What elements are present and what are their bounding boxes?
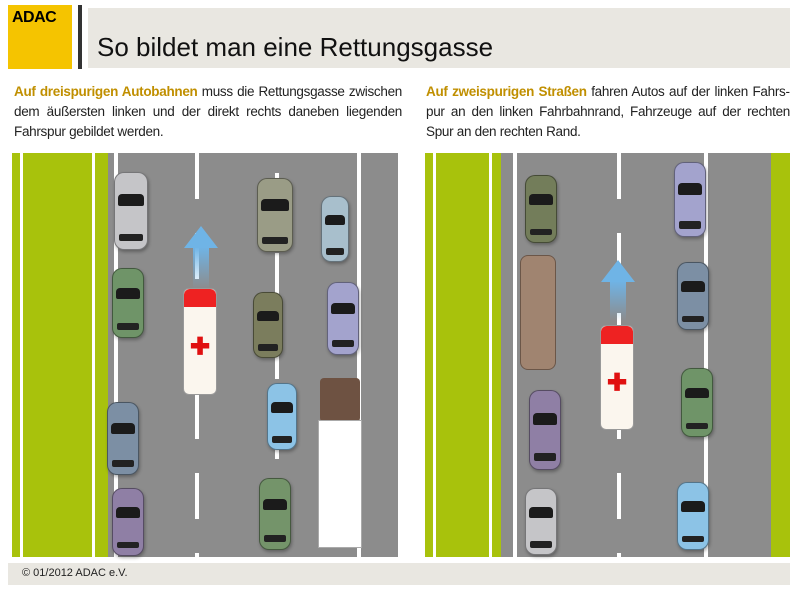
car <box>529 390 561 470</box>
divider <box>78 5 82 69</box>
header-bar <box>88 8 790 68</box>
car <box>321 196 349 262</box>
lane-edge <box>114 153 118 557</box>
lane-edge <box>357 153 361 557</box>
arrow-shaft <box>610 281 626 321</box>
adac-logo: ADAC <box>8 5 72 69</box>
car <box>677 482 709 550</box>
copyright: © 01/2012 ADAC e.V. <box>22 567 128 579</box>
footer-bar <box>8 563 790 585</box>
page-title: So bildet man eine Rettungsgasse <box>97 32 494 62</box>
truck-cab <box>320 378 360 422</box>
arrow-up-icon <box>601 260 635 282</box>
ambulance: ✚ <box>600 325 634 430</box>
ambulance: ✚ <box>183 288 217 395</box>
car <box>112 268 144 338</box>
car <box>677 262 709 330</box>
truck-trailer <box>318 420 362 548</box>
body-text: muss die Rettungsgasse zwischen dem äuße… <box>14 84 402 139</box>
car <box>253 292 283 358</box>
car <box>107 402 139 475</box>
highlight: Auf zweispurigen Straßen <box>426 84 587 99</box>
guardrail <box>489 153 492 557</box>
three-lane-illustration <box>12 153 398 557</box>
car <box>681 368 713 437</box>
car <box>257 178 293 252</box>
car <box>112 488 144 556</box>
description-left: Auf dreispurigen Autobahnen muss die Ret… <box>14 82 402 142</box>
grass <box>425 153 501 557</box>
highlight: Auf dreispurigen Autobahnen <box>14 84 198 99</box>
description-right: Auf zweispurigen Straßen fahren Autos au… <box>426 82 790 142</box>
car <box>525 488 557 555</box>
car <box>674 162 706 237</box>
car <box>327 282 359 355</box>
guardrail <box>92 153 95 557</box>
van <box>520 255 556 370</box>
car <box>525 175 557 243</box>
body-text: fahren Autos auf der linken Fahrs­pur an… <box>426 84 790 139</box>
guardrail <box>20 153 23 557</box>
two-lane-illustration <box>425 153 790 557</box>
grass <box>771 153 790 557</box>
lane-edge <box>513 153 517 557</box>
red-cross-icon: ✚ <box>606 369 628 397</box>
car <box>114 172 148 250</box>
red-cross-icon: ✚ <box>189 333 211 361</box>
arrow-shaft <box>193 247 209 289</box>
lane-marking <box>275 173 279 557</box>
arrow-up-icon <box>184 226 218 248</box>
lane-edge <box>704 153 708 557</box>
logo-text: ADAC <box>12 9 57 26</box>
guardrail <box>433 153 436 557</box>
car <box>267 383 297 450</box>
car <box>259 478 291 550</box>
